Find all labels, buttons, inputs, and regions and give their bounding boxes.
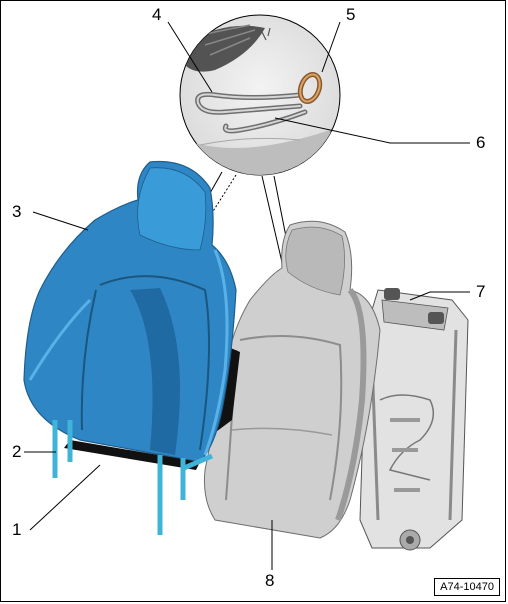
seat-backrest-cover <box>204 220 381 539</box>
callout-8: 8 <box>265 571 275 590</box>
seat-backrest-foam <box>23 160 237 470</box>
callout-2: 2 <box>12 442 22 461</box>
callout-4: 4 <box>152 5 162 24</box>
callout-1: 1 <box>12 520 22 539</box>
callout-3: 3 <box>12 202 22 221</box>
callout-5: 5 <box>346 5 356 24</box>
wire-rods <box>52 420 213 535</box>
reference-code: A74-10470 <box>434 578 500 596</box>
callout-6: 6 <box>476 133 486 152</box>
callout-7: 7 <box>476 282 486 301</box>
hog-ring-detail-circle <box>179 14 341 176</box>
leader-lines <box>24 21 470 570</box>
